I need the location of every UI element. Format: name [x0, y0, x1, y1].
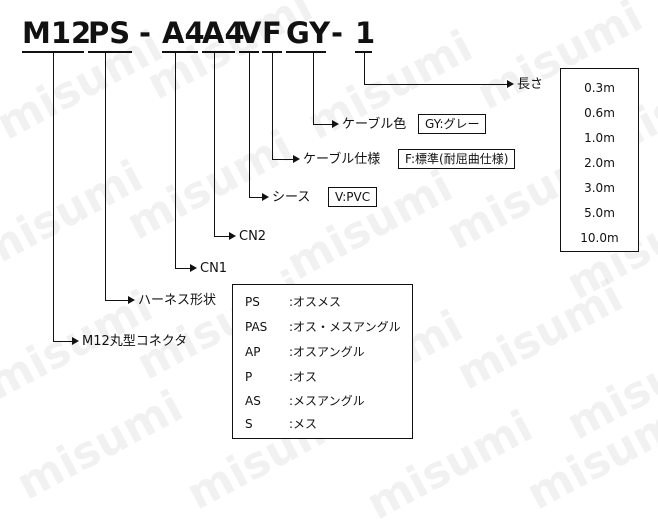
leader-color-v	[313, 53, 314, 124]
leader-cn1-v	[175, 53, 176, 268]
watermark-text: misumi	[8, 380, 191, 511]
label-sheath: シース	[272, 190, 311, 205]
harness-option-code: PAS	[245, 320, 268, 334]
harness-option-desc: :オス・メスアングル	[289, 320, 401, 334]
underline-ps	[88, 51, 132, 53]
label-cable-color: ケーブル色	[342, 117, 407, 132]
arrow-sheath	[262, 193, 269, 201]
length-option: 10.0m	[580, 231, 619, 245]
arrow-cn1	[190, 264, 197, 272]
harness-shape-options-box: PS :オスメス PAS :オス・メスアングル AP :オスアングル P :オス…	[232, 284, 413, 439]
harness-option-code: AS	[245, 394, 261, 408]
leader-connector-h	[53, 341, 73, 342]
watermark-text: misumi	[118, 120, 301, 251]
label-m12-connector: M12丸型コネクタ	[82, 334, 188, 349]
label-harness-shape: ハーネス形状	[138, 293, 217, 308]
leader-harness-h	[105, 300, 129, 301]
leader-cn2-h	[214, 236, 230, 237]
leader-cn1-h	[175, 268, 191, 269]
harness-option-code: S	[245, 417, 253, 431]
length-option: 0.3m	[584, 81, 615, 95]
leader-sheath-v	[249, 53, 250, 197]
harness-option-code: P	[245, 370, 253, 384]
cable-color-value-box: GY:グレー	[418, 114, 487, 134]
underline-cn1	[162, 51, 198, 53]
code-segment-length: 1	[355, 16, 376, 50]
length-option: 1.0m	[584, 131, 615, 145]
code-segment-ps: PS	[88, 16, 131, 50]
leader-color-h	[313, 124, 333, 125]
underline-color	[286, 51, 326, 53]
arrow-length	[507, 80, 514, 88]
label-cn1: CN1	[200, 261, 228, 276]
label-length: 長さ	[517, 77, 544, 92]
code-segment-m12: M12	[22, 16, 92, 50]
sheath-value-box: V:PVC	[328, 187, 378, 207]
harness-option-code: PS	[245, 295, 260, 309]
length-options-box: 0.3m 0.6m 1.0m 2.0m 3.0m 5.0m 10.0m	[560, 68, 639, 252]
code-segment-color: GY	[286, 16, 331, 50]
harness-option-desc: :オスメス	[289, 295, 342, 309]
harness-option-desc: :メス	[289, 417, 318, 431]
code-segment-dash-1: -	[139, 16, 152, 50]
code-segment-cable-spec: F	[262, 16, 282, 50]
cable-spec-value-box: F:標準(耐屈曲仕様)	[398, 149, 516, 169]
underline-cable-spec	[262, 51, 282, 53]
underline-m12	[22, 51, 84, 53]
leader-connector-v	[53, 53, 54, 341]
leader-cable-spec-h	[272, 159, 294, 160]
underline-sheath	[239, 51, 259, 53]
arrow-cn2	[229, 232, 236, 240]
length-option: 5.0m	[584, 206, 615, 220]
leader-sheath-h	[249, 197, 263, 198]
harness-option-desc: :オス	[289, 370, 318, 384]
leader-length-v	[364, 53, 365, 84]
arrow-connector	[72, 337, 79, 345]
watermark-text: misumi	[278, 160, 461, 291]
harness-option-code: AP	[245, 345, 261, 359]
code-segment-cn1: A4	[162, 16, 205, 50]
arrow-color	[332, 120, 339, 128]
label-cn2: CN2	[239, 229, 267, 244]
label-cable-spec: ケーブル仕様	[303, 152, 381, 167]
harness-option-desc: :メスアングル	[289, 394, 365, 408]
leader-cn2-v	[214, 53, 215, 236]
leader-length-h	[364, 84, 508, 85]
code-segment-dash-2: -	[331, 16, 344, 50]
length-option: 2.0m	[584, 156, 615, 170]
length-option: 0.6m	[584, 106, 615, 120]
code-segment-sheath: V	[239, 16, 262, 50]
underline-length	[355, 51, 372, 53]
code-segment-cn2: A4	[202, 16, 245, 50]
harness-option-desc: :オスアングル	[289, 345, 365, 359]
leader-harness-v	[105, 53, 106, 300]
arrow-harness	[128, 296, 135, 304]
length-option: 3.0m	[584, 181, 615, 195]
arrow-cable-spec	[293, 155, 300, 163]
leader-cable-spec-v	[272, 53, 273, 159]
underline-cn2	[202, 51, 235, 53]
